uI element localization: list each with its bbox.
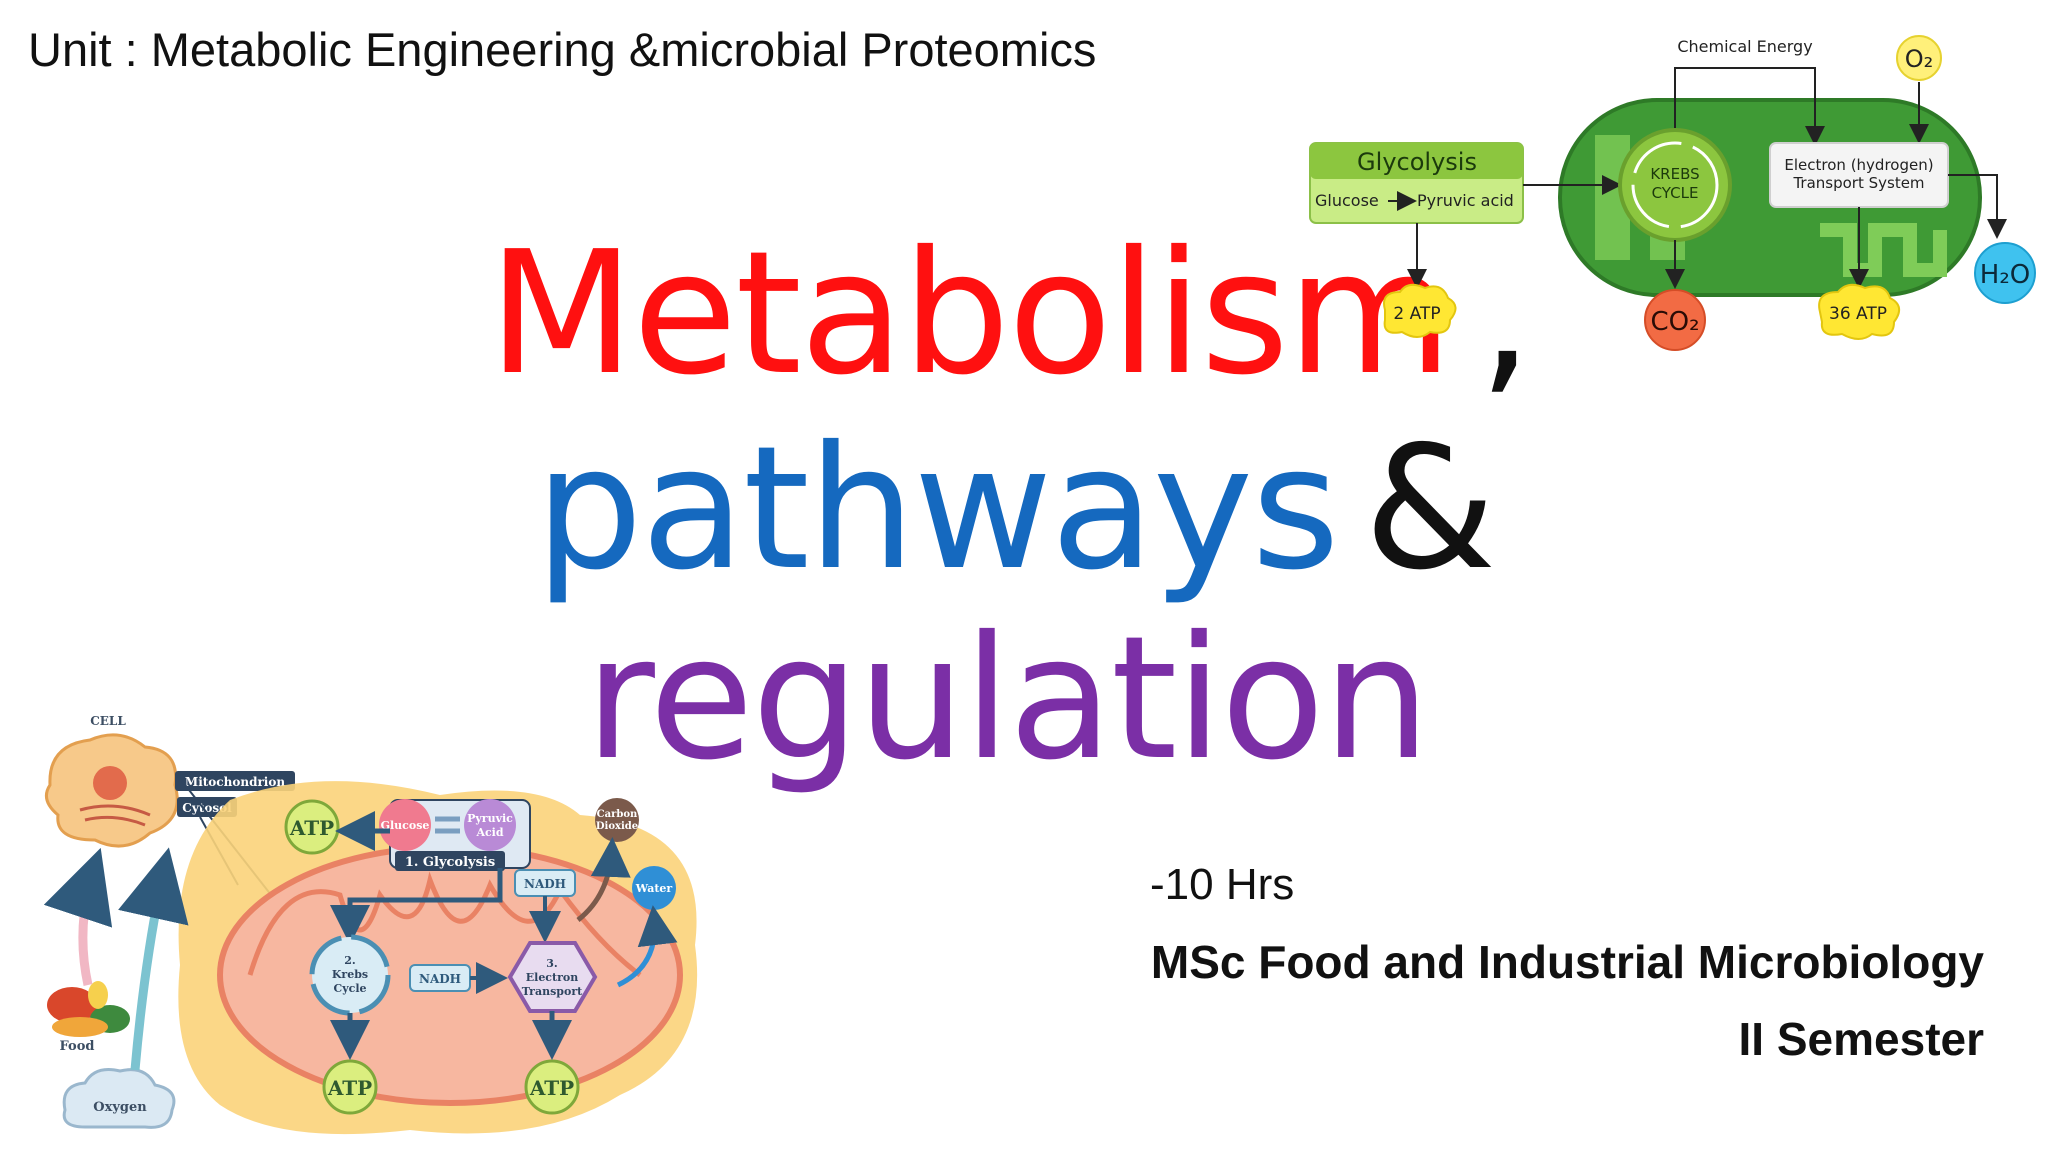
respiration-diagram: Chemical Energy O₂ Glycolysis Glucose Py… bbox=[1309, 35, 2036, 351]
etc-label-1: Electron (hydrogen) bbox=[1784, 156, 1933, 174]
atp-badge-top: ATP bbox=[284, 799, 340, 855]
mitochondrion-label: Mitochondrion bbox=[185, 775, 285, 789]
cell-label: CELL bbox=[90, 714, 126, 728]
glucose-node bbox=[379, 799, 431, 851]
krebs-node bbox=[309, 934, 391, 1016]
title-regulation: regulation bbox=[585, 600, 1430, 798]
atp-36-label: 36 ATP bbox=[1829, 304, 1887, 324]
course-name: MSc Food and Industrial Microbiology bbox=[1150, 936, 1984, 988]
pyruvic-acid-label: Pyruvic acid bbox=[1417, 191, 1514, 210]
krebs-label-1: KREBS bbox=[1650, 165, 1699, 183]
glycolysis-step-label: 1. Glycolysis bbox=[405, 855, 495, 870]
oxygen-bubble bbox=[1896, 35, 1942, 81]
krebs-text-1: 2. bbox=[344, 954, 355, 967]
nadh-top-label: NADH bbox=[524, 877, 566, 891]
food-icon bbox=[47, 981, 130, 1037]
krebs-label-2: CYCLE bbox=[1652, 184, 1699, 202]
oxygen-cloud bbox=[62, 1068, 176, 1129]
water-bubble bbox=[1974, 242, 2036, 304]
atp-badge-right: ATP bbox=[524, 1059, 580, 1115]
glucose-text: Glucose bbox=[381, 819, 430, 832]
cell-energy-diagram: CELL Mitochondrion Cytosol ATP ATP ATP G… bbox=[43, 714, 698, 1135]
atp-label-top: ATP bbox=[289, 816, 334, 840]
water-node bbox=[632, 866, 676, 910]
etc-text-3: Transport bbox=[522, 985, 583, 998]
etc-label-2: Transport System bbox=[1792, 174, 1924, 192]
nadh-mid-label: NADH bbox=[419, 972, 461, 986]
oxygen-label: Oxygen bbox=[93, 1100, 147, 1115]
atp-36-burst bbox=[1818, 283, 1901, 340]
co2-bubble bbox=[1644, 289, 1706, 351]
title-metabolism: Metabolism bbox=[488, 215, 1453, 413]
carbon-text-1: Carbon bbox=[597, 809, 638, 820]
pyruvic-text-2: Acid bbox=[475, 826, 503, 839]
water-text: Water bbox=[635, 882, 673, 895]
unit-title: Unit : Metabolic Engineering &microbial … bbox=[28, 23, 1097, 76]
krebs-text-2: Krebs bbox=[332, 968, 368, 981]
course-hours: -10 Hrs bbox=[1150, 860, 1295, 909]
etc-text-2: Electron bbox=[526, 971, 578, 984]
carbon-text-2: Dioxide bbox=[596, 821, 638, 832]
atp-badge-left: ATP bbox=[322, 1059, 378, 1115]
chemical-energy-label: Chemical Energy bbox=[1677, 37, 1812, 56]
atp-2-burst bbox=[1383, 283, 1457, 338]
h2o-label: H₂O bbox=[1980, 260, 2030, 290]
atp-2-label: 2 ATP bbox=[1393, 304, 1440, 324]
title-comma: , bbox=[1478, 215, 1533, 413]
krebs-text-3: Cycle bbox=[333, 982, 366, 995]
etc-text-1: 3. bbox=[546, 957, 557, 970]
food-label: Food bbox=[60, 1039, 95, 1054]
glucose-label: Glucose bbox=[1315, 191, 1379, 210]
title-line-2: pathways& bbox=[535, 410, 1497, 608]
atp-label-left: ATP bbox=[327, 1076, 372, 1100]
semester-label: II Semester bbox=[1738, 1013, 1984, 1065]
pyruvic-node bbox=[464, 799, 516, 851]
carbon-dioxide-node bbox=[595, 798, 639, 842]
title-line-3: regulation bbox=[585, 600, 1430, 798]
title-line-1: Metabolism, bbox=[488, 215, 1533, 413]
co2-label: CO₂ bbox=[1650, 307, 1699, 337]
glycolysis-label: Glycolysis bbox=[1357, 148, 1477, 176]
electron-transport-node bbox=[507, 941, 598, 1013]
pyruvic-text-1: Pyruvic bbox=[467, 812, 513, 825]
title-pathways: pathways bbox=[535, 410, 1340, 608]
o2-label: O₂ bbox=[1905, 45, 1934, 73]
title-ampersand: & bbox=[1363, 410, 1497, 608]
atp-label-right: ATP bbox=[529, 1076, 574, 1100]
